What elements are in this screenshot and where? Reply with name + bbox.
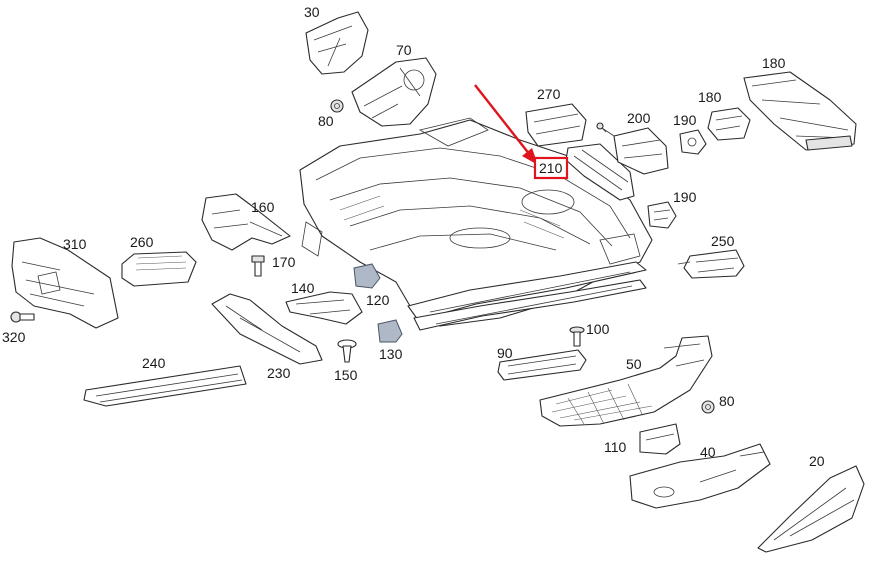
part-310-side-panel bbox=[11, 237, 119, 329]
label-250: 250 bbox=[711, 233, 735, 249]
part-120-clip bbox=[353, 263, 381, 289]
part-190-clip-top bbox=[679, 129, 707, 155]
label-150: 150 bbox=[334, 367, 358, 383]
label-70: 70 bbox=[396, 42, 412, 58]
label-20: 20 bbox=[809, 453, 825, 469]
part-190-clip-lower bbox=[647, 201, 677, 229]
part-20-lower-trim bbox=[757, 465, 865, 553]
label-80-top: 80 bbox=[318, 113, 334, 129]
label-40: 40 bbox=[700, 444, 716, 460]
label-30: 30 bbox=[304, 4, 320, 20]
label-180-middle: 180 bbox=[698, 89, 722, 105]
label-90: 90 bbox=[497, 345, 513, 361]
part-270-bracket bbox=[525, 103, 587, 147]
label-50: 50 bbox=[626, 356, 642, 372]
label-80-lower: 80 bbox=[719, 393, 735, 409]
label-110: 110 bbox=[604, 439, 627, 455]
label-230: 230 bbox=[267, 365, 291, 381]
label-190-lower: 190 bbox=[673, 189, 697, 205]
part-90-module bbox=[497, 349, 587, 381]
part-240-sill-trim bbox=[83, 365, 247, 407]
part-230-cushion bbox=[211, 293, 323, 365]
part-50-mesh-shell bbox=[539, 335, 713, 427]
part-260-pad bbox=[121, 251, 197, 287]
label-310: 310 bbox=[63, 236, 87, 252]
label-200: 200 bbox=[627, 110, 651, 126]
part-180-harness-right bbox=[743, 71, 857, 151]
part-320-screw bbox=[10, 311, 35, 323]
part-100-bolt bbox=[569, 326, 585, 347]
part-250-connector bbox=[677, 249, 745, 279]
label-120: 120 bbox=[366, 292, 390, 308]
label-100: 100 bbox=[586, 321, 610, 337]
part-200-motor-unit bbox=[596, 122, 669, 175]
part-130-clip bbox=[377, 319, 403, 343]
part-170-bolt bbox=[251, 255, 265, 277]
label-170: 170 bbox=[272, 254, 296, 270]
part-180-switch-middle bbox=[707, 107, 751, 141]
label-130: 130 bbox=[379, 346, 403, 362]
label-210: 210 bbox=[539, 160, 563, 176]
part-150-pushpin bbox=[337, 339, 357, 363]
label-240: 240 bbox=[142, 355, 166, 371]
label-180-right: 180 bbox=[762, 55, 786, 71]
part-160-bracket bbox=[201, 193, 291, 251]
label-190-top: 190 bbox=[673, 112, 697, 128]
part-140-lever bbox=[285, 291, 363, 325]
part-80-nut-lower bbox=[701, 400, 715, 414]
label-160: 160 bbox=[251, 199, 275, 215]
part-110-cap bbox=[639, 423, 681, 455]
label-140: 140 bbox=[291, 280, 315, 296]
part-30-cover bbox=[305, 11, 369, 75]
part-70-side-cover bbox=[351, 57, 437, 127]
highlight-box-210 bbox=[533, 156, 569, 180]
label-320: 320 bbox=[2, 329, 26, 345]
part-210-trim bbox=[565, 143, 635, 201]
part-40-lower-cover bbox=[629, 443, 771, 509]
label-260: 260 bbox=[130, 234, 154, 250]
label-270: 270 bbox=[537, 86, 561, 102]
part-seat-rails bbox=[407, 261, 647, 331]
part-80-nut-top bbox=[330, 99, 344, 113]
